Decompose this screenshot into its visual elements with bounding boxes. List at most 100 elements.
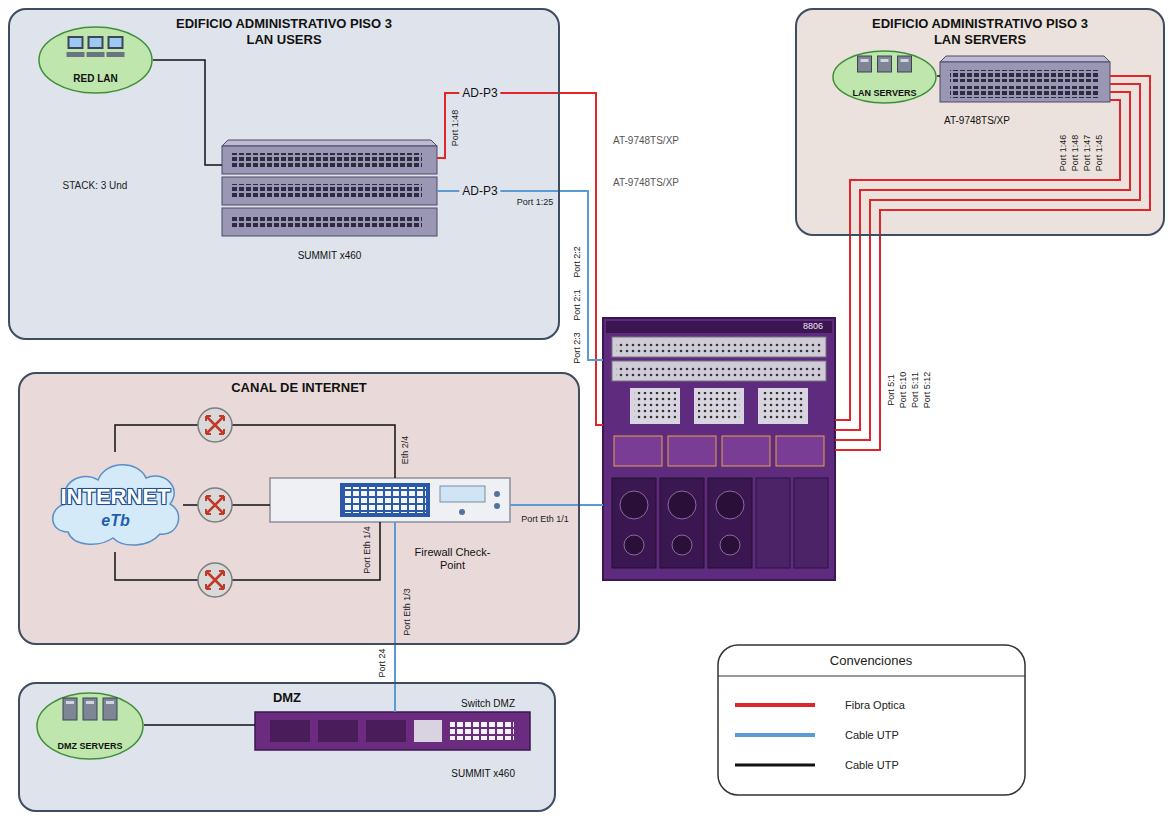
dmz-switch (450, 722, 514, 740)
dmz-switch (318, 720, 358, 742)
device-label: LAN SERVERS (853, 88, 917, 99)
server-switch (940, 56, 1110, 62)
utp-stub (394, 698, 396, 712)
group-ellipse (37, 693, 143, 759)
port-label: Port Eth 1/3 (403, 588, 413, 636)
text-stack: DMZ SERVERS (36, 692, 144, 760)
core-chassis (630, 388, 680, 424)
router-wire (232, 522, 380, 580)
router-wire (232, 425, 395, 478)
router-icon (198, 408, 232, 442)
server-icon (878, 56, 892, 72)
port-label: Port 1:48 (1071, 135, 1081, 172)
server-icon (63, 698, 77, 720)
utp-link (144, 724, 255, 726)
stack-switch (222, 140, 437, 146)
zone-panel: EDIFICIO ADMINISTRATIVO PISO 3LAN USERS R… (8, 8, 560, 340)
core-chassis (720, 535, 740, 555)
router-icon (198, 563, 232, 597)
port-label: Port 5:11 (911, 372, 921, 408)
utp-link (153, 60, 222, 165)
host-group: RED LAN (38, 26, 153, 94)
zone-title: CANAL DE INTERNET (231, 380, 367, 396)
host-group: DMZ SERVERS (36, 692, 144, 760)
annotation: AT-9748TS/XP (613, 135, 679, 146)
utp-stub (394, 522, 396, 575)
port-label: Port 1:48 (451, 110, 461, 147)
server-switch (940, 62, 1110, 102)
core-chassis (776, 436, 824, 466)
core-chassis (762, 392, 804, 420)
network-device: Firewall Check-Point (270, 478, 510, 575)
server-icon (858, 56, 872, 72)
legend-text: Cable UTP (845, 759, 899, 771)
core-chassis (758, 388, 808, 424)
dmz-switch (270, 720, 310, 742)
firewall-device (494, 491, 500, 497)
text-stack: Switch DMZ SUMMIT x460 (255, 698, 530, 782)
firewall-device (344, 487, 426, 513)
core-chassis (668, 491, 696, 519)
stack-switch (222, 146, 437, 174)
zone-title: EDIFICIO ADMINISTRATIVO PISO 3 (176, 16, 392, 32)
core-chassis (660, 478, 704, 568)
core-chassis (614, 436, 662, 466)
port-label: Port 5:10 (899, 372, 909, 409)
annotation: AT-9748TS/XP (613, 177, 679, 188)
text-stack: INTERNETeTb (48, 452, 183, 552)
zone-title: LAN USERS (246, 32, 321, 48)
text-stack: 8806 (603, 318, 835, 580)
zone-panel: EDIFICIO ADMINISTRATIVO PISO 3LAN SERVER… (795, 8, 1165, 236)
annotation: Port Eth 1/1 (521, 515, 569, 525)
region-fill (18, 682, 556, 812)
device-label: SUMMIT x460 (451, 768, 515, 780)
firewall-device (494, 503, 500, 509)
core-chassis (722, 436, 770, 466)
group-ellipse (833, 51, 936, 103)
core-switch: 8806 (603, 318, 835, 580)
zone-panel: CANAL DE INTERNET INTERNETeTb Firewall Che… (18, 372, 580, 645)
core-chassis (698, 392, 740, 420)
core-chassis (616, 365, 822, 377)
fiber-link (437, 93, 603, 425)
core-chassis (612, 361, 826, 381)
firewall-device (340, 483, 430, 517)
annotation: Convenciones (830, 654, 912, 668)
fiber-link (835, 76, 1150, 450)
pc-icon (67, 36, 85, 57)
legend-sample (735, 764, 815, 767)
device-label: RED LAN (73, 73, 117, 85)
stack-switch (222, 177, 437, 205)
core-chassis (794, 478, 828, 568)
firewall-device (459, 509, 465, 515)
network-device: SUMMIT x460 (222, 146, 437, 264)
dmz-switch (366, 720, 406, 742)
device-label: SUMMIT x460 (298, 250, 362, 262)
router-icon (198, 408, 232, 597)
text-stack: Firewall Check-Point (270, 478, 510, 575)
port-label: Port 5:1 (887, 374, 897, 406)
cloud-outline (53, 465, 179, 545)
router-wire (115, 552, 198, 580)
device-label: Switch DMZ (461, 698, 515, 710)
port-label: Port 2:2 (573, 246, 583, 278)
dmz-switch (255, 712, 530, 750)
core-chassis (694, 388, 744, 424)
link-label: AD-P3 (459, 184, 500, 198)
core-chassis (612, 478, 656, 568)
core-chassis (716, 491, 744, 519)
dmz-switch (255, 712, 530, 750)
utp-link (937, 75, 940, 77)
core-chassis (603, 318, 835, 580)
text-stack: SUMMIT x460 (222, 146, 437, 264)
firewall-device (270, 478, 510, 522)
core-chassis (624, 535, 644, 555)
server-icon (83, 698, 97, 720)
legend-box (718, 645, 1025, 795)
firewall-device (440, 486, 485, 502)
core-chassis (756, 478, 790, 568)
text-stack: LAN SERVERS (832, 50, 937, 104)
network-device: AT-9748TS/XP (940, 62, 1110, 128)
port-label: Port 2:1 (573, 289, 583, 321)
device-label: DMZ SERVERS (58, 741, 123, 752)
